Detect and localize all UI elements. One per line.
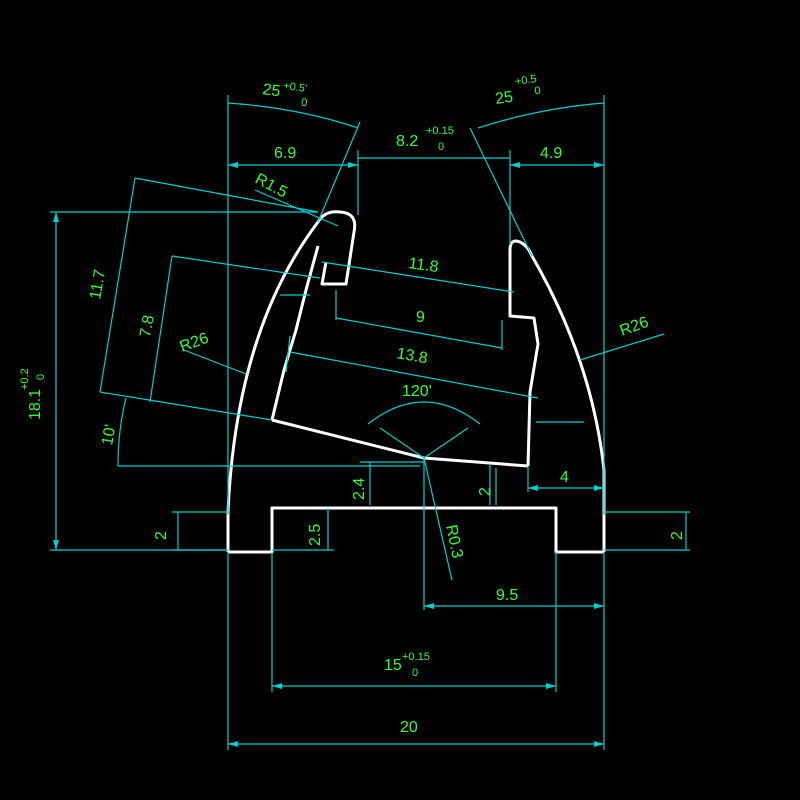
label-slanted-11-7: 11.7 (87, 268, 109, 301)
dim-9 (335, 317, 503, 349)
label-top-center-tol-lower: 0 (438, 141, 444, 153)
angle-right-leader (469, 127, 533, 257)
leader-r26-right (579, 333, 665, 361)
dim-13-8-ext-left (285, 335, 291, 373)
arrow-4-l (528, 485, 538, 491)
label-top-center-opening: 8.2 (396, 133, 418, 150)
arrow-9-5-r (594, 603, 604, 609)
arrow-18-1-b (53, 540, 59, 550)
label-slot-depth-2-5: 2.5 (307, 524, 324, 546)
label-foot-right-2: 2 (669, 531, 686, 540)
label-step-2-4: 2.4 (351, 478, 368, 500)
dimension-labels: 25 +0.5' 0 25 +0.5 0 6.9 8.2 +0.15 0 4.9… (19, 73, 686, 736)
label-bottom-radius: R0.3 (442, 523, 466, 560)
label-height-total: 18.1 (27, 389, 44, 420)
arrow-6-9-r (348, 162, 358, 168)
label-slot-width: 15 (384, 657, 402, 674)
dimension-lines (50, 95, 690, 750)
dim-120-arc (367, 401, 481, 425)
dim-13-8 (289, 351, 539, 399)
arrow-18-1-t (53, 212, 59, 222)
profile-inner-left (270, 245, 320, 421)
label-angle-left-tol-upper: +0.5' (283, 80, 308, 95)
label-foot-left-2: 2 (153, 531, 170, 540)
label-slot-width-tol-upper: +0.15 (402, 651, 430, 663)
arrow-15-r (546, 683, 556, 689)
label-angle-10: 10' (99, 423, 119, 446)
dim-angle-left-arc (227, 102, 359, 129)
arrow-4-9-l (510, 162, 520, 168)
arrow-20-r (594, 741, 604, 747)
part-profile (226, 210, 606, 554)
dim-120-ext-left (379, 427, 425, 459)
dim-7-8-line (149, 255, 173, 403)
label-width-4: 4 (560, 469, 569, 486)
label-top-left-width: 6.9 (274, 145, 296, 162)
dim-10-arc (117, 397, 127, 467)
dim-11-8 (321, 261, 515, 293)
label-height-tol-upper: +0.2 (19, 368, 31, 390)
arrow-9-5-l (424, 603, 434, 609)
profile-outer-right (530, 255, 606, 552)
dim-11-7-ext-top (134, 177, 319, 213)
dim-7-8-ext-top (171, 255, 321, 279)
arrowheads (53, 162, 604, 747)
label-total-width: 20 (400, 719, 418, 736)
dim-slant-ext-bottom (99, 391, 273, 421)
label-height-tol-lower: 0 (35, 374, 47, 380)
angle-left-leader (317, 121, 361, 223)
arrow-20-l (228, 741, 238, 747)
label-angle-right: 25 (494, 89, 514, 108)
label-inner-11-8: 11.8 (407, 255, 439, 276)
label-angle-left: 25 (261, 81, 281, 100)
profile-outer-left (226, 221, 320, 552)
dim-11-7-line (99, 177, 136, 393)
leader-r0-3 (423, 457, 453, 581)
label-angle-right-tol-upper: +0.5 (514, 73, 537, 88)
label-slanted-7-8: 7.8 (137, 314, 158, 339)
profile-tip-left (316, 210, 357, 286)
dim-angle-right-arc (477, 102, 605, 129)
label-top-right-width: 4.9 (540, 145, 562, 162)
label-inner-13-8: 13.8 (395, 345, 429, 367)
label-top-center-tol-upper: +0.15 (426, 125, 454, 137)
label-slot-width-tol-lower: 0 (412, 667, 418, 679)
leader-r26-left (183, 349, 247, 375)
label-angle-120: 120' (402, 383, 432, 400)
arrow-4-r (594, 485, 604, 491)
label-inner-9: 9 (416, 309, 425, 326)
arrow-15-l (272, 683, 282, 689)
arrow-4-9-r (594, 162, 604, 168)
arrow-6-9-l (228, 162, 238, 168)
dim-120-ext-right (423, 427, 469, 459)
label-angle-right-tol-lower: 0 (534, 85, 542, 98)
label-half-width-9-5: 9.5 (496, 587, 518, 604)
profile-foot-left (228, 506, 604, 554)
label-angle-left-tol-lower: 0 (300, 97, 308, 110)
label-step-2-right: 2 (477, 487, 494, 496)
